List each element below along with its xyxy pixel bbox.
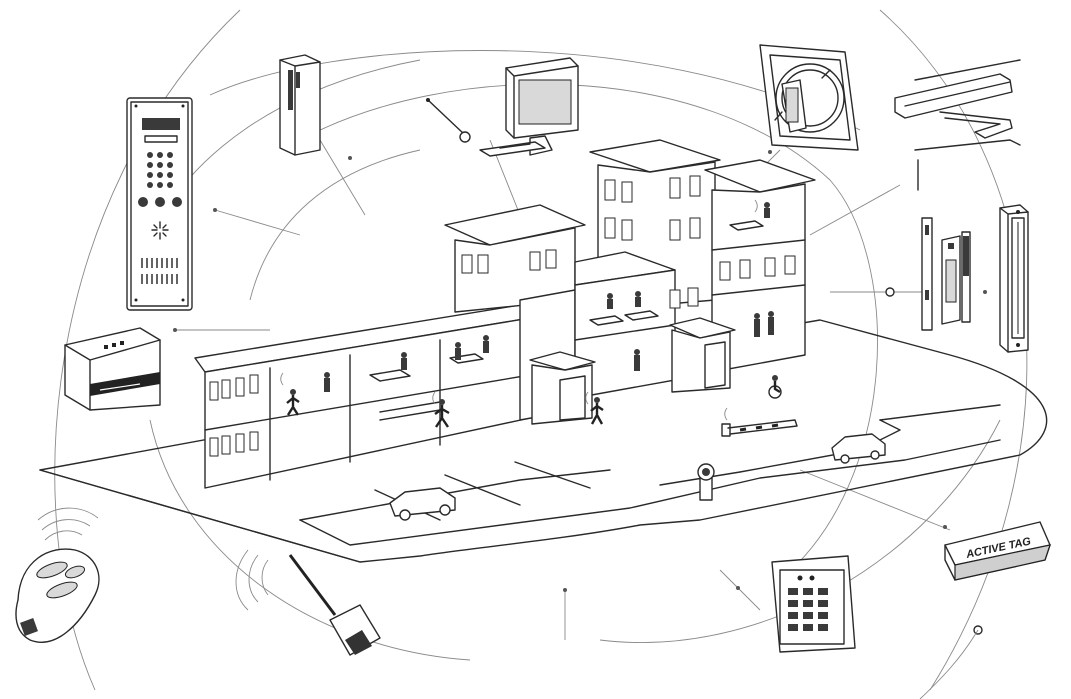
parked-car — [390, 488, 455, 520]
moving-car — [832, 434, 885, 463]
electric-strike-lock — [922, 218, 970, 330]
remote-key-fob — [16, 508, 99, 642]
key-switch — [760, 45, 858, 150]
keypad-reader — [772, 556, 855, 652]
long-range-antenna — [236, 550, 380, 655]
active-tag: ACTIVE TAG — [945, 522, 1050, 580]
door-closer — [895, 60, 1020, 190]
access-control-computer — [480, 58, 578, 156]
barrier-gate — [722, 420, 797, 436]
bollard-reader — [698, 464, 714, 500]
proximity-card-reader — [280, 55, 320, 155]
intercom-keypad-panel — [127, 98, 192, 310]
desktop-reader-unit — [65, 328, 160, 410]
magnetic-lock — [1000, 205, 1028, 352]
